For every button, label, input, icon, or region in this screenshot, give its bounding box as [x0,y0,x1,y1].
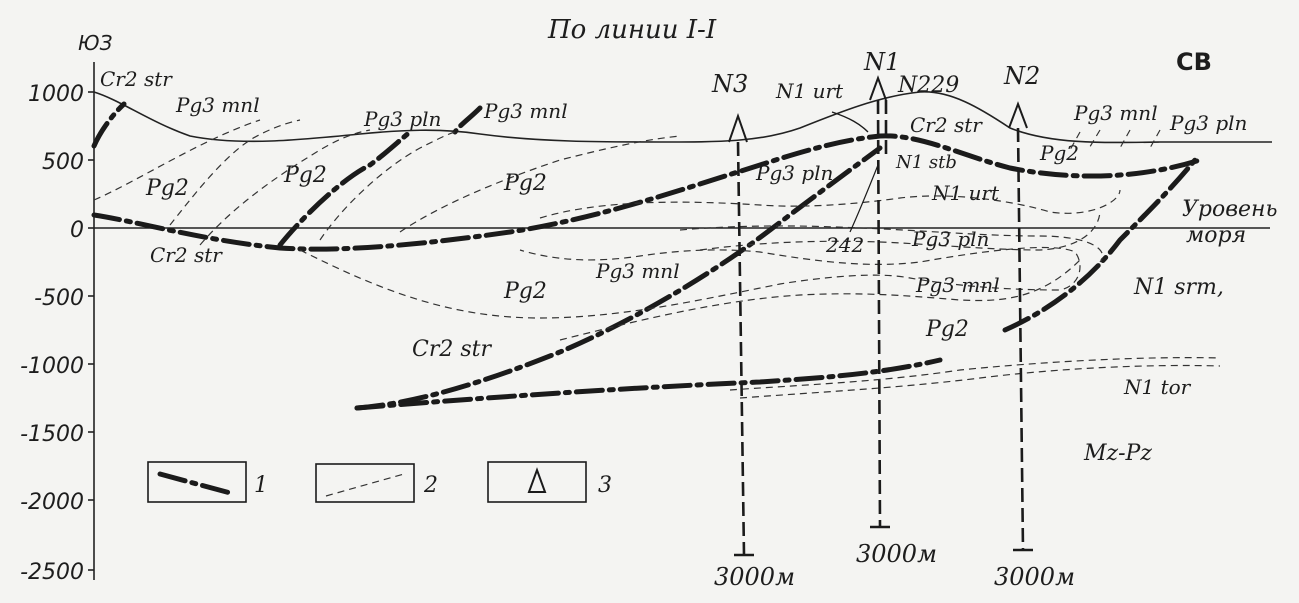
well-n3: N3 3000м [711,70,795,591]
label-pg2-left: Pg2 [145,176,189,201]
label-pg3mnl-top-mid: Pg3 mnl [483,99,568,123]
well-n1: N1 N229 3000м [856,48,959,568]
242-leader-line [849,164,879,233]
label-pg3mnl-top-left: Pg3 mnl [175,93,260,117]
ne-direction-label: СВ [1176,48,1212,76]
label-pg3mnl-deep-left: Pg3 mnl [595,259,680,283]
well-n2-depth: 3000м [994,563,1075,591]
legend-box-3 [487,461,587,503]
label-mzpz: Mz-Pz [1083,441,1152,466]
label-cr2str-top-right: Cr2 str [910,113,983,137]
label-n1srm: N1 srm, [1133,275,1224,300]
legend-box-1 [147,461,247,503]
label-n1urt-top: N1 urt [775,79,844,103]
legend-thick-line-icon [157,471,237,497]
tick-minus-1500: -1500 [20,422,84,447]
surface-topography-line [93,91,1272,144]
sea-level-label-1: Уровень [1182,197,1278,222]
well-n1-label: N1 [863,48,900,76]
label-pg3pln-top: Pg3 pln [363,107,441,131]
label-cr2str-deep: Cr2 str [412,337,492,362]
thin-boundary-lines [93,119,1221,399]
well-n229-label: N229 [897,73,959,98]
label-pg2-deep: Pg2 [503,279,547,304]
n1urt-leader-line [831,111,869,133]
label-pg2-mid-left: Pg2 [283,163,327,188]
y-axis-tick-labels: 1000 500 0 -500 -1000 -1500 -2000 -2500 [20,82,84,585]
point-242-label: 242 [825,233,864,257]
label-pg3mnl-deep-right: Pg3 mnl [915,273,1000,297]
well-n2: N2 3000м [994,62,1075,591]
tick-minus-2000: -2000 [20,490,84,515]
tick-1000: 1000 [28,82,84,107]
legend-num-1: 1 [254,473,268,498]
sw-direction-label: ЮЗ [78,31,113,55]
legend-triangle-icon [527,467,547,493]
legend-thin-line-icon [325,473,405,497]
tick-minus-1000: -1000 [20,354,84,379]
legend-box-2 [315,463,415,503]
well-n3-label: N3 [711,70,748,98]
tick-500: 500 [42,150,84,175]
section-title: По линии I-I [547,15,717,45]
well-n2-label: N2 [1003,62,1040,90]
tick-minus-500: -500 [34,286,84,311]
tick-0: 0 [70,218,84,243]
label-cr2str-sea: Cr2 str [150,243,223,267]
tick-minus-2500: -2500 [20,560,84,585]
well-n3-depth: 3000м [714,563,795,591]
legend-num-3: 3 [598,473,612,498]
well-n1-depth: 3000м [856,540,937,568]
thick-boundary-lines [91,101,1203,411]
label-pg3pln-center: Pg3 pln [755,161,833,185]
legend: 1 2 3 [147,461,612,503]
label-pg2-deep-right: Pg2 [925,317,969,342]
label-pg3mnl-top-right: Pg3 mnl [1073,101,1158,125]
formation-labels: Cr2 str Pg3 mnl Pg3 pln Pg3 mnl N1 urt C… [100,67,1247,466]
legend-num-2: 2 [423,473,438,498]
label-pg2-center: Pg2 [503,171,547,196]
label-pg3pln-deep: Pg3 pln [911,227,989,251]
label-n1stb: N1 stb [895,152,957,173]
label-n1tor: N1 tor [1123,375,1192,399]
y-axis-ticks [88,91,94,571]
sea-level-label-2: моря [1186,223,1246,248]
label-cr2str-top: Cr2 str [100,67,173,91]
label-pg3pln-top-right: Pg3 pln [1169,111,1247,135]
label-n1urt-center: N1 urt [931,181,1000,205]
label-pg2-right: Pg2 [1039,141,1079,165]
